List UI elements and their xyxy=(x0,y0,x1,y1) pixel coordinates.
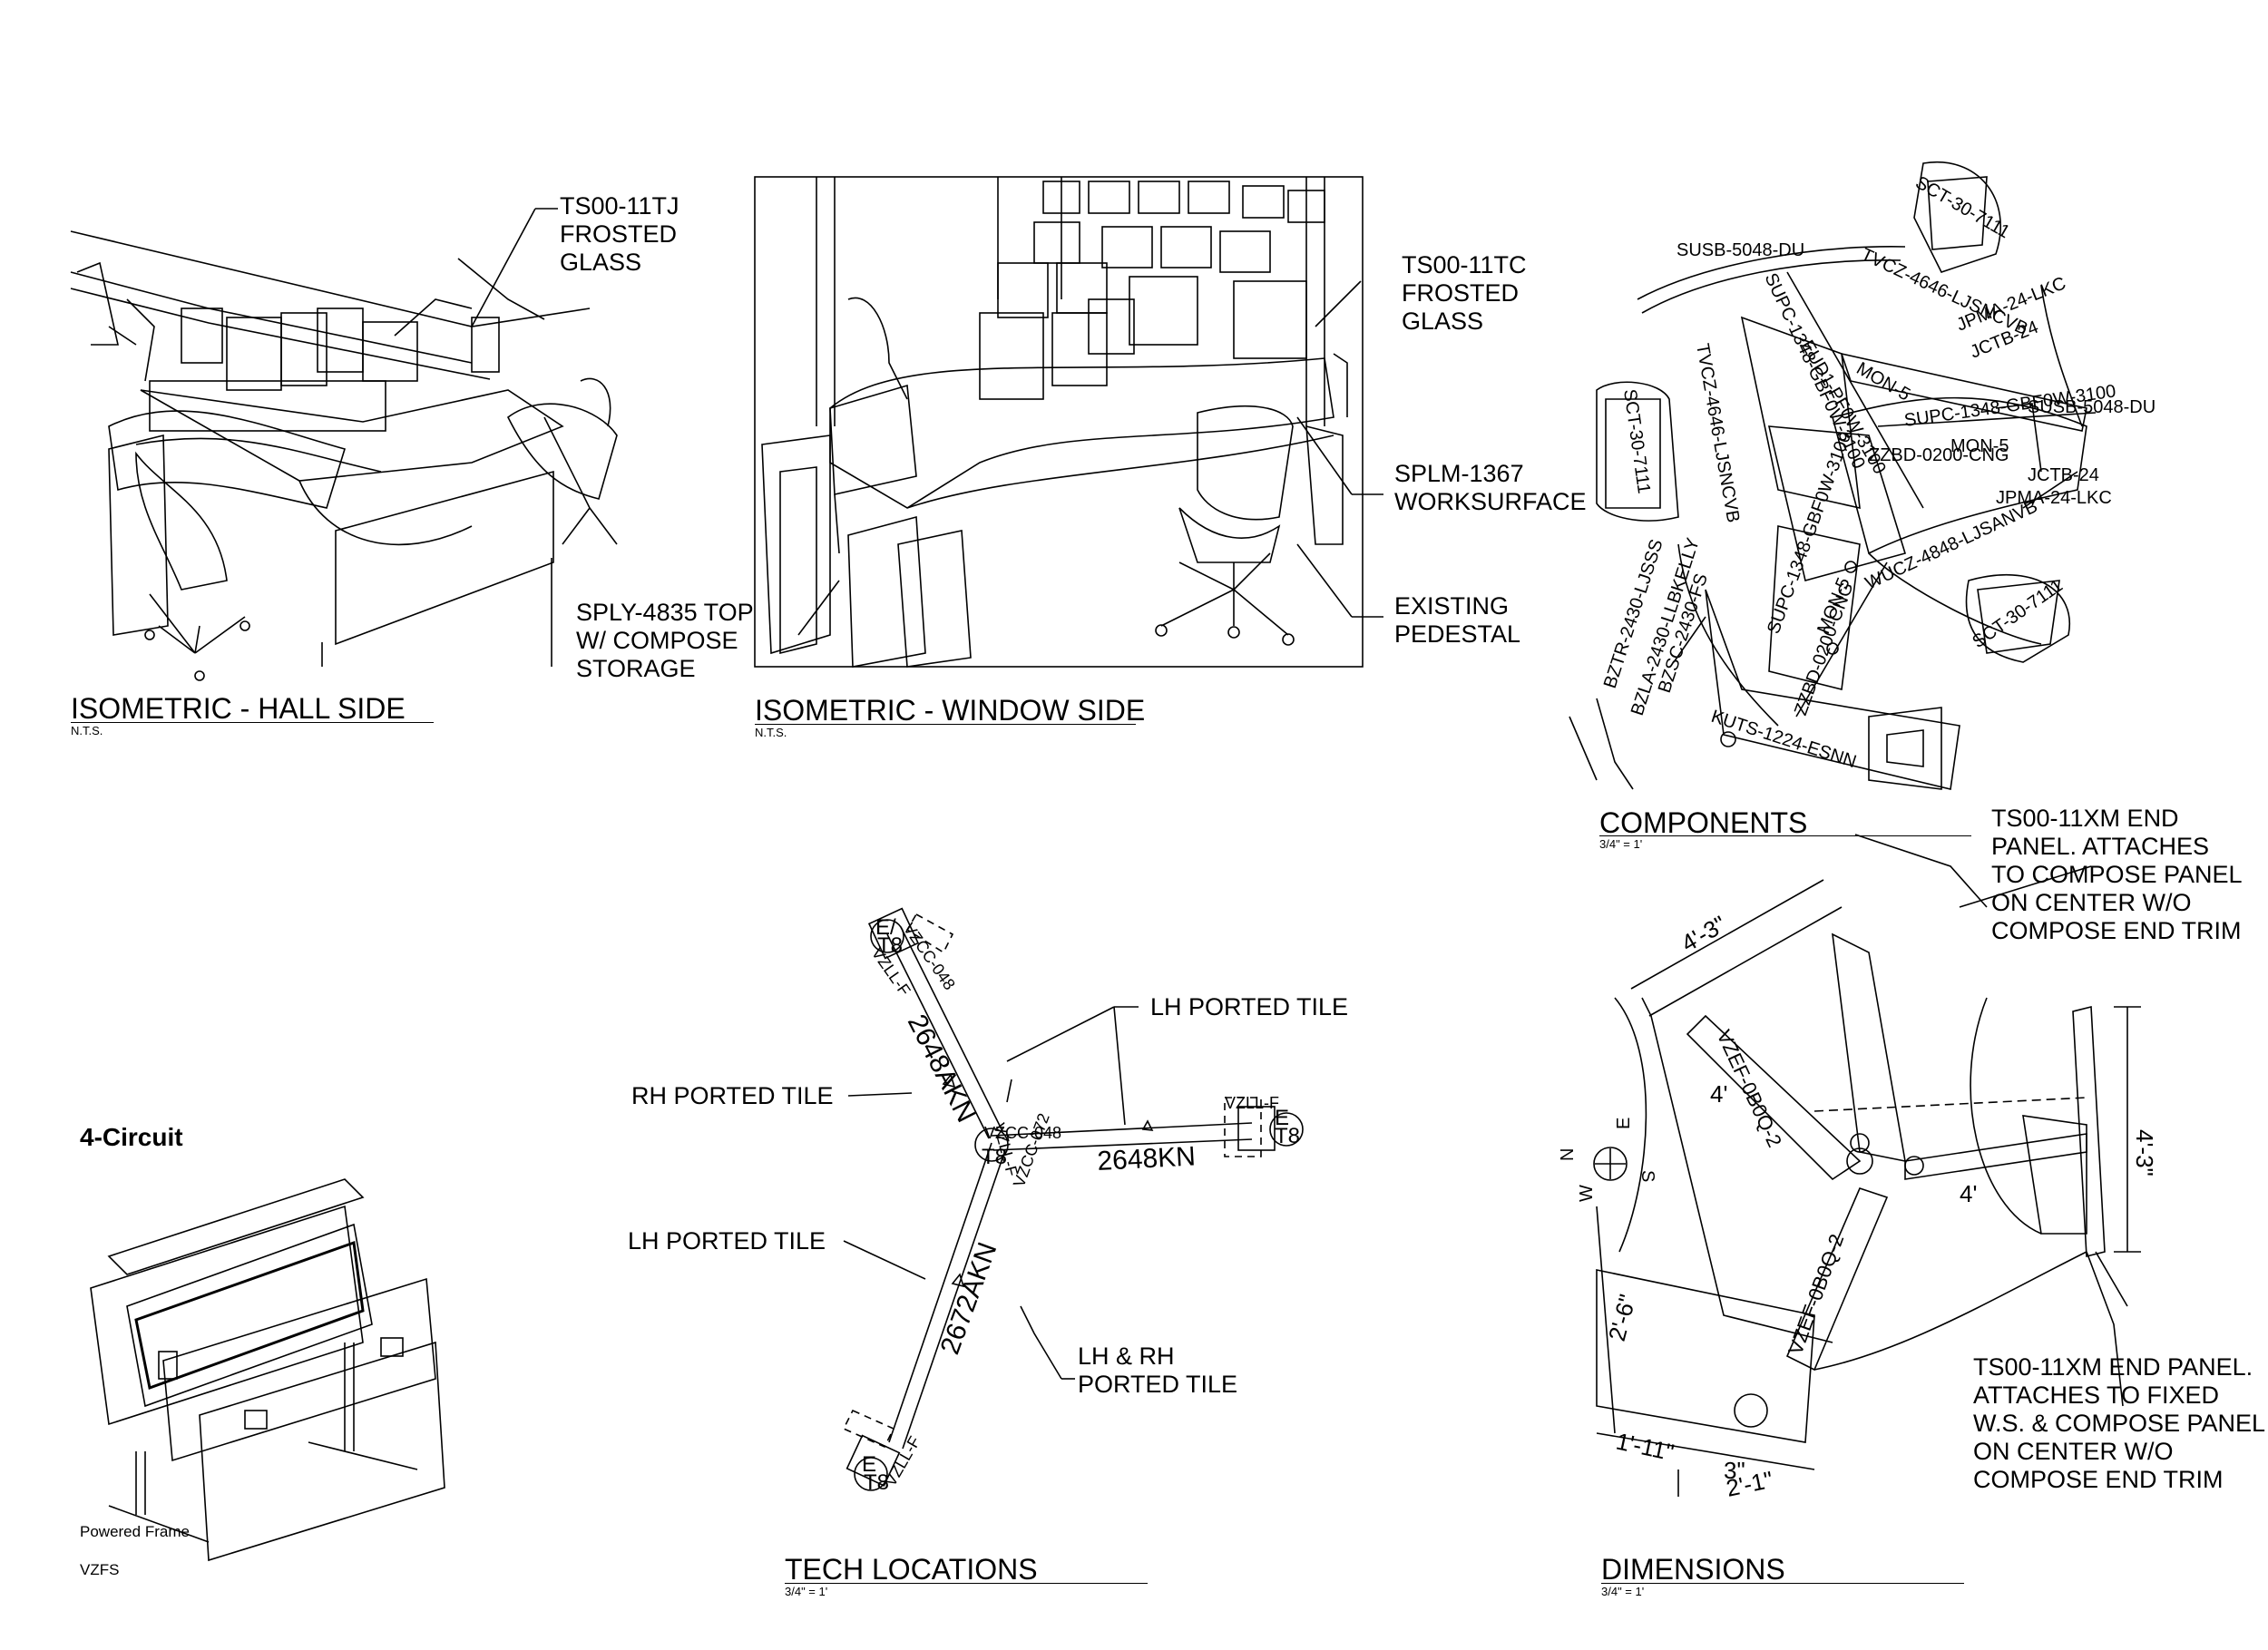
scale-components: 3/4" = 1' xyxy=(1599,837,1643,851)
dim-label: 4' xyxy=(1960,1180,1977,1207)
title-underline xyxy=(71,722,434,723)
compass-n: N xyxy=(1558,1148,1578,1161)
code: T8 xyxy=(982,1145,1007,1169)
compass-s: S xyxy=(1637,1170,1657,1182)
compass-w: W xyxy=(1577,1185,1597,1202)
components-drawing xyxy=(1569,161,2097,790)
tech-drawing xyxy=(842,907,1304,1491)
dim-label: 2'-6" xyxy=(1603,1292,1641,1344)
code: T8 xyxy=(1275,1124,1300,1148)
tag: VZCC-048 xyxy=(984,1124,1061,1142)
tag: JCTB-24 xyxy=(2028,465,2099,485)
compass-e: E xyxy=(1614,1118,1634,1129)
callout-lh-ported-top: LH PORTED TILE xyxy=(1150,993,1349,1020)
tag: SUSB-5048-DU xyxy=(1677,240,1804,260)
callout-existing-pedestal: EXISTING PEDESTAL xyxy=(1394,592,1521,648)
run-label: 2648KN xyxy=(1097,1141,1197,1176)
dim-label: 4'-3" xyxy=(2131,1129,2158,1176)
callout-ts00-11tj: TS00-11TJ FROSTED GLASS xyxy=(560,192,679,276)
dim-label: 4' xyxy=(1710,1080,1727,1108)
iso-window-drawing xyxy=(754,176,1383,668)
code: T8 xyxy=(877,933,903,958)
callout-sply-4835: SPLY-4835 TOP W/ COMPOSE STORAGE xyxy=(576,599,754,682)
code: E xyxy=(862,1452,876,1477)
code-vzfs: VZFS xyxy=(80,1561,120,1578)
code: E xyxy=(1275,1106,1289,1130)
title-iso-hall: ISOMETRIC - HALL SIDE xyxy=(71,692,406,725)
callout-lh-rh-ported: LH & RH PORTED TILE xyxy=(1078,1342,1238,1398)
tag: JPMA-24-LKC xyxy=(1996,488,2112,508)
callout-rh-ported: RH PORTED TILE xyxy=(631,1082,834,1109)
callout-lh-ported-left: LH PORTED TILE xyxy=(628,1227,826,1255)
callout-splm-1367: SPLM-1367 WORKSURFACE xyxy=(1394,460,1587,515)
title-underline xyxy=(1599,835,1971,836)
powered-frame-drawing xyxy=(90,1178,445,1562)
heading-4-circuit: 4-Circuit xyxy=(80,1123,183,1151)
scale-iso-window: N.T.S. xyxy=(755,726,787,739)
code: T8 xyxy=(864,1470,889,1495)
dim-label: 3" xyxy=(1724,1457,1745,1484)
title-underline xyxy=(1601,1583,1964,1584)
scale-tech: 3/4" = 1' xyxy=(785,1585,828,1598)
note-end-panel-top: TS00-11XM END PANEL. ATTACHES TO COMPOSE… xyxy=(1991,805,2243,944)
callout-ts00-11tc: TS00-11TC FROSTED GLASS xyxy=(1402,251,1527,335)
dimensions-drawing xyxy=(1596,834,2141,1497)
note-end-panel-bottom: TS00-11XM END PANEL. ATTACHES TO FIXED W… xyxy=(1973,1353,2266,1493)
title-components: COMPONENTS xyxy=(1599,806,1808,839)
code: E/ xyxy=(875,915,896,940)
tag: SUSB-5048-DU xyxy=(2028,397,2156,417)
title-dimensions: DIMENSIONS xyxy=(1601,1553,1785,1586)
caption-powered-frame: Powered Frame xyxy=(80,1523,190,1540)
iso-hall-drawing xyxy=(70,208,618,681)
title-underline xyxy=(755,724,1136,725)
title-tech: TECH LOCATIONS xyxy=(785,1553,1038,1586)
scale-dimensions: 3/4" = 1' xyxy=(1601,1585,1645,1598)
title-underline xyxy=(785,1583,1148,1584)
compass-rose xyxy=(1593,1147,1628,1181)
tag: VZLL-F xyxy=(1225,1094,1279,1112)
tag: VZEF-0B0Q-2 xyxy=(1784,1231,1848,1358)
tag: MON-5 xyxy=(1950,436,2009,456)
title-iso-window: ISOMETRIC - WINDOW SIDE xyxy=(755,694,1146,727)
scale-iso-hall: N.T.S. xyxy=(71,724,103,737)
dim-label: 4'-3" xyxy=(1677,910,1731,957)
dim-label: 1'-11" xyxy=(1614,1428,1677,1467)
tag: ZZBD-0200-CNG xyxy=(1869,445,2009,465)
